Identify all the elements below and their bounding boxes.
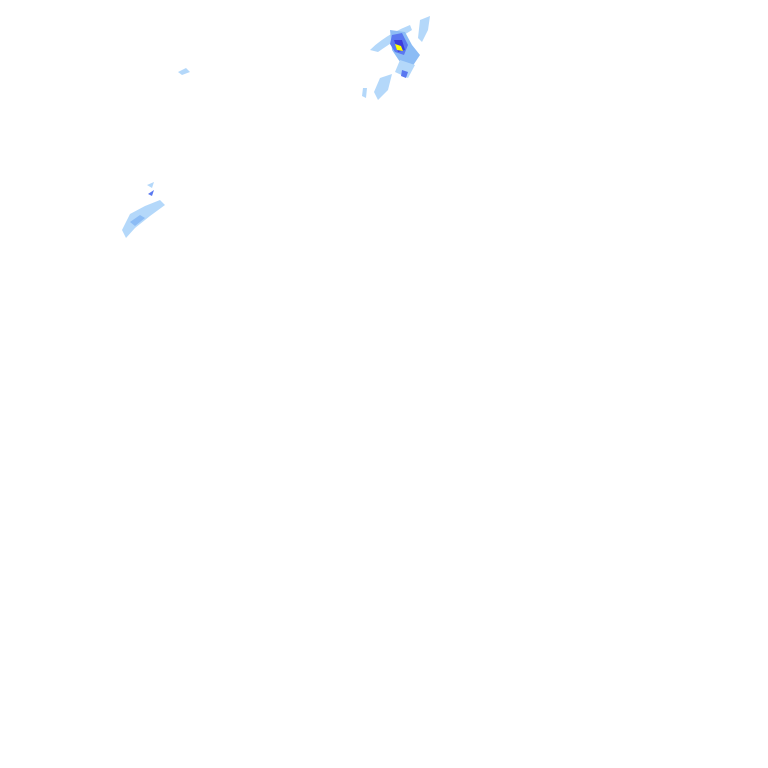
precip-medium-region: [130, 215, 145, 226]
precip-strong-region: [148, 190, 154, 196]
precip-light-region: [147, 182, 154, 188]
precip-light-region: [178, 68, 190, 75]
precip-intense-region: [395, 44, 403, 51]
precip-light-region: [362, 88, 367, 98]
precipitation-cell-north: [362, 16, 430, 100]
precip-strong-region: [401, 70, 408, 78]
precip-light-region: [395, 60, 415, 78]
precipitation-cell-west: [122, 182, 165, 238]
precip-light-region: [418, 16, 430, 42]
precipitation-speck: [178, 68, 190, 75]
precip-light-region: [374, 74, 392, 100]
